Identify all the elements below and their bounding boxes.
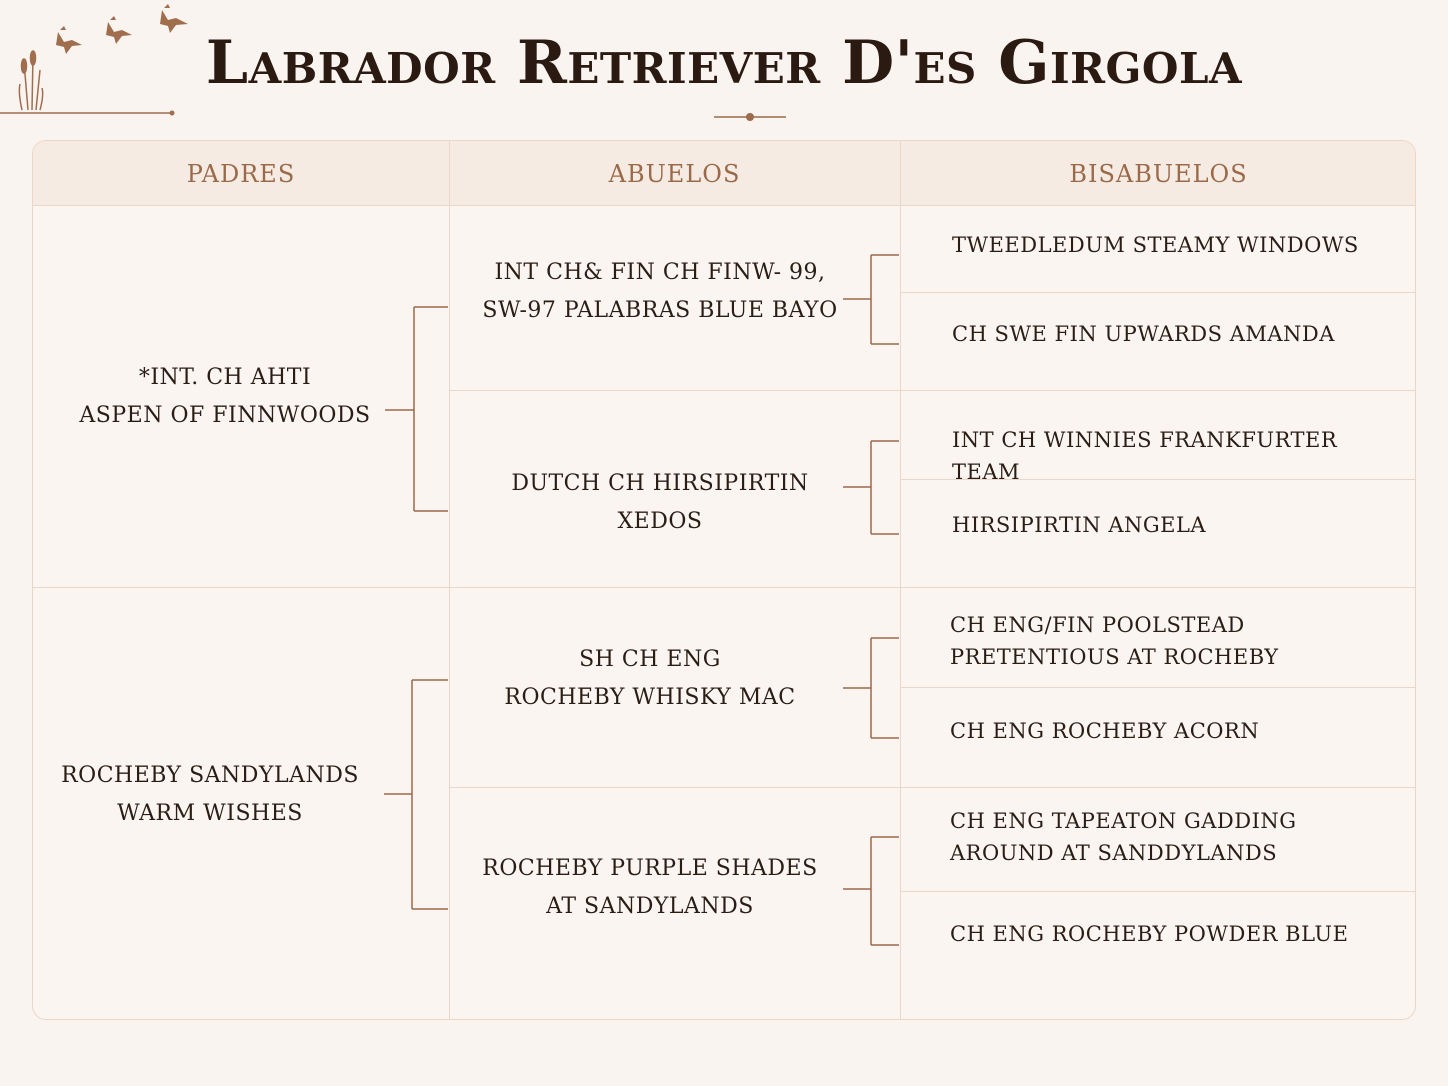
header-padres: PADRES	[186, 160, 296, 188]
bisabuelo-6: CH ENG ROCHEBY ACORN	[950, 719, 1260, 743]
abuelo-4: ROCHEBY PURPLE SHADES AT SANDYLANDS	[482, 856, 818, 919]
bisabuelo-7: CH ENG TAPEATON GADDING AROUND AT SANDDY…	[950, 809, 1297, 865]
pedigree-table: PADRES ABUELOS BISABUELOS	[32, 140, 1416, 1020]
row-divider	[33, 587, 1415, 588]
bisabuelo-4: HIRSIPIRTIN ANGELA	[952, 513, 1207, 537]
abuelo-1: INT CH& FIN CH FINW- 99, SW-97 PALABRAS …	[482, 260, 838, 323]
title-ornament-icon	[714, 113, 786, 121]
abuelo-3: SH CH ENG ROCHEBY WHISKY MAC	[504, 647, 796, 710]
bisabuelo-5: CH ENG/FIN POOLSTEAD PRETENTIOUS AT ROCH…	[950, 613, 1279, 669]
header-row: PADRES ABUELOS BISABUELOS	[33, 141, 1415, 206]
header-abuelos: ABUELOS	[608, 160, 741, 188]
bisabuelo-1: TWEEDLEDUM STEAMY WINDOWS	[952, 233, 1359, 257]
row-divider	[900, 891, 1415, 892]
column-divider	[449, 141, 450, 1019]
row-divider	[449, 787, 1415, 788]
padre-dam: ROCHEBY SANDYLANDS WARM WISHES	[61, 763, 359, 826]
row-divider	[900, 292, 1415, 293]
header-bisabuelos: BISABUELOS	[1069, 160, 1248, 188]
bisabuelo-3: INT CH WINNIES FRANKFURTER TEAM	[952, 428, 1338, 484]
row-divider	[900, 479, 1415, 480]
row-divider	[449, 390, 1415, 391]
page-title: Labrador Retriever D'es Girgola	[205, 28, 1243, 98]
bisabuelo-2: CH SWE FIN UPWARDS AMANDA	[952, 322, 1335, 346]
flying-geese-icon	[56, 4, 188, 54]
abuelo-2: DUTCH CH HIRSIPIRTIN XEDOS	[511, 471, 809, 534]
bisabuelo-8: CH ENG ROCHEBY POWDER BLUE	[950, 922, 1349, 946]
reeds-icon	[18, 50, 44, 111]
flying-geese-decoration	[0, 4, 188, 116]
column-divider	[900, 141, 901, 1019]
row-divider	[900, 687, 1415, 688]
padre-sire: *INT. CH AHTI ASPEN OF FINNWOODS	[79, 365, 371, 428]
